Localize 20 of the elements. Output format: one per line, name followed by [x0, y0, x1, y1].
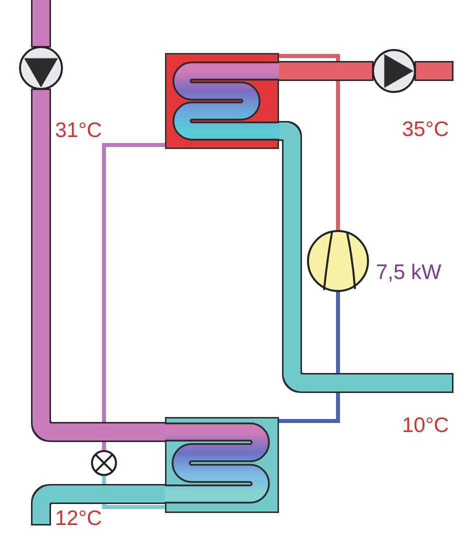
power-label: 7,5 kW [376, 262, 442, 283]
pipe [32, 90, 165, 440]
temperature-label: 12°C [55, 508, 102, 529]
temperature-label: 35°C [402, 119, 449, 140]
heat-exchanger [165, 417, 279, 513]
pipe [32, 0, 50, 46]
thin-pipe [279, 292, 340, 423]
valve-symbol [91, 450, 117, 476]
thin-pipe [279, 54, 340, 230]
pump-symbol [372, 49, 416, 93]
temperature-label: 10°C [402, 415, 449, 436]
temperature-label: 31°C [55, 120, 102, 141]
pipe [279, 62, 372, 80]
pipe [277, 122, 452, 392]
heat-exchanger [165, 53, 279, 149]
thin-pipe [102, 143, 165, 450]
compressor-symbol [307, 230, 369, 292]
pump-symbol [19, 46, 63, 90]
pipe [416, 62, 452, 80]
pipe [32, 486, 165, 524]
